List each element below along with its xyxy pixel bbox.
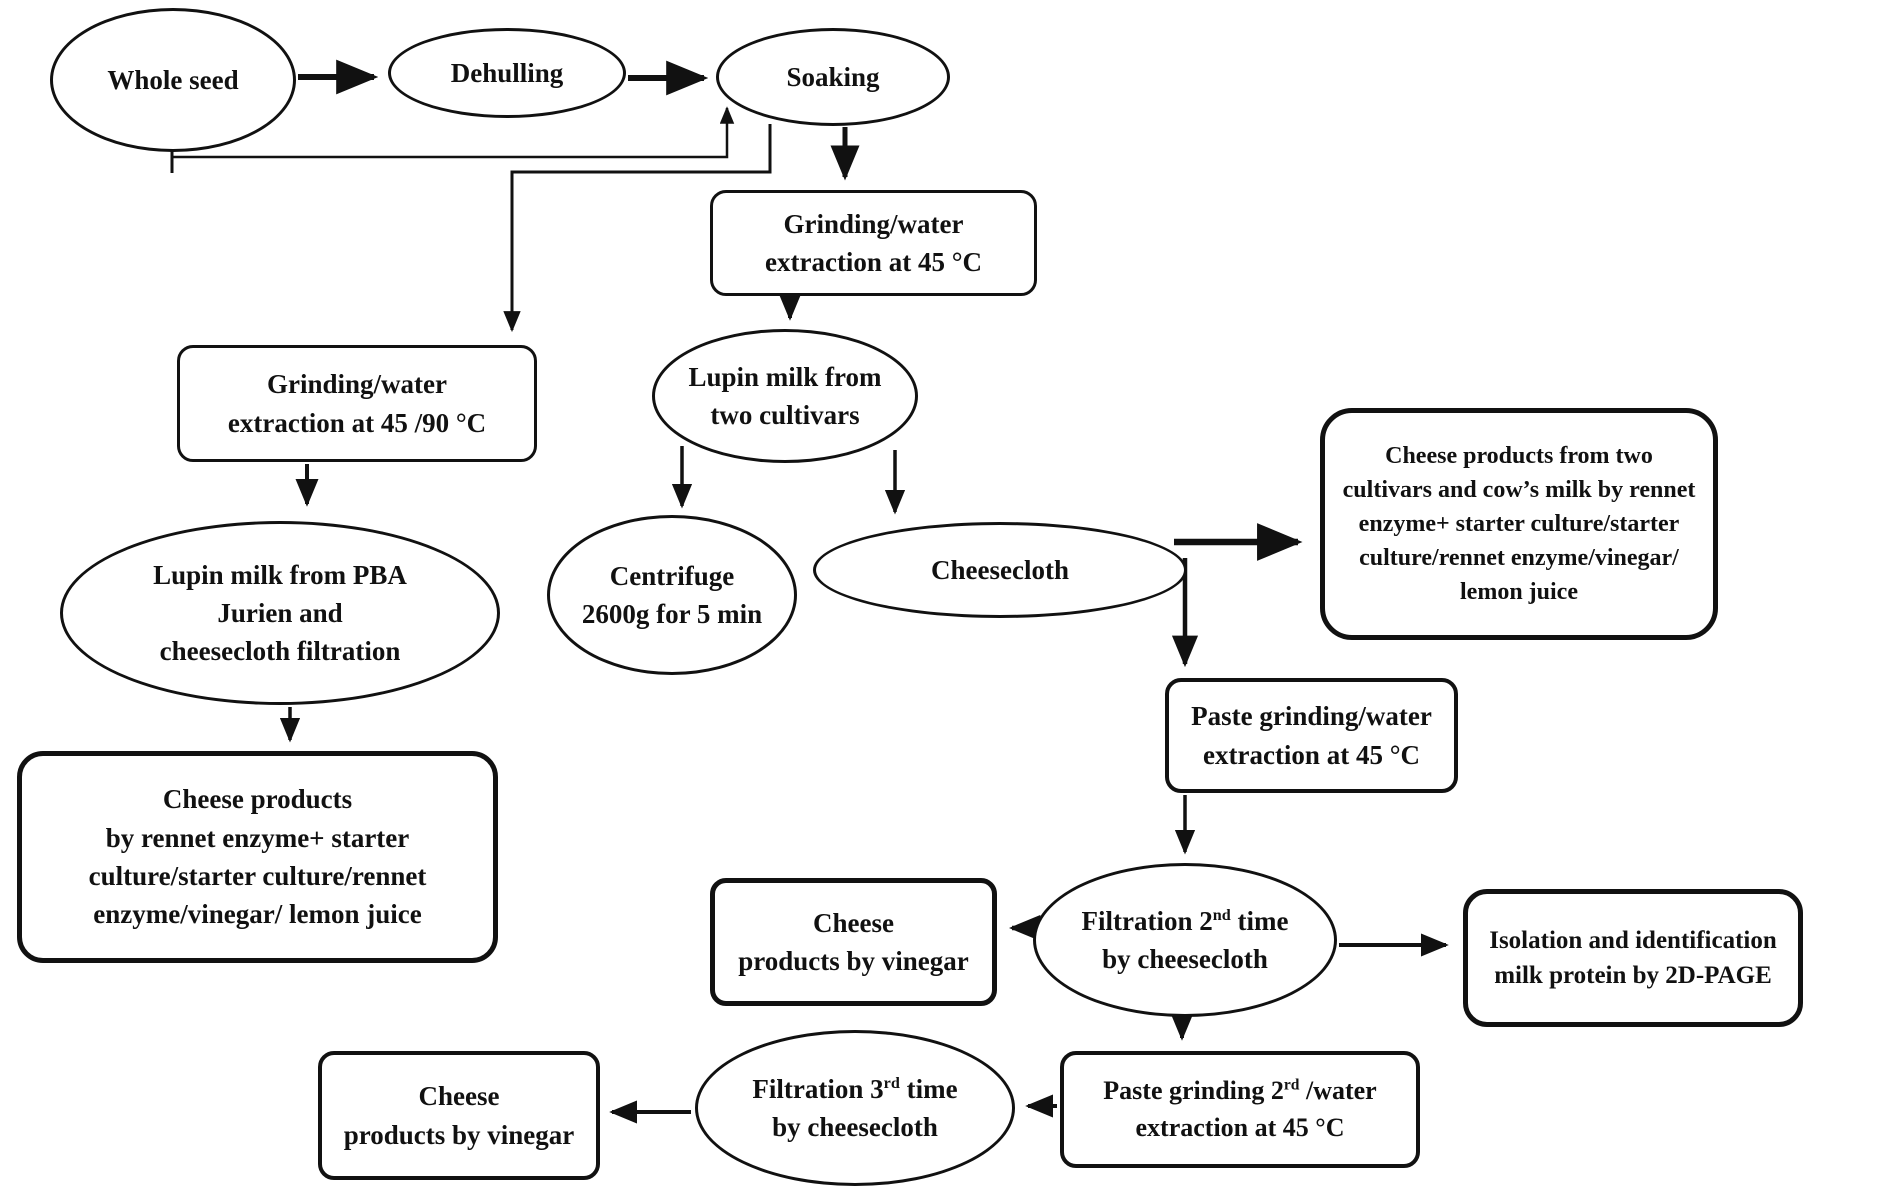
node-label-line: by cheesecloth — [1102, 944, 1268, 974]
node-label-line: Grinding/water — [783, 208, 964, 239]
node-label-line: milk protein by 2D-PAGE — [1494, 962, 1772, 989]
node-label-line: two cultivars — [710, 400, 860, 430]
node-label-line: by cheesecloth — [772, 1112, 938, 1142]
node-label-line: Grinding/water — [267, 369, 447, 400]
node-grinding-45-90: Grinding/water extraction at 45 /90 °C — [177, 345, 537, 462]
node-label-line: cheesecloth filtration — [159, 636, 401, 667]
node-centrifuge: Centrifuge 2600g for 5 min — [547, 515, 797, 675]
node-label-line: Cheese — [418, 1081, 500, 1112]
node-label-line: Paste grinding/water — [1191, 701, 1432, 732]
node-label-line: 2600g for 5 min — [581, 599, 763, 629]
line-soaking-to-grinding-45-90 — [503, 124, 772, 333]
node-label-line: extraction at 45 °C — [765, 247, 982, 277]
node-label-line: culture/rennet enzyme/vinegar/ — [1359, 545, 1679, 572]
node-label-line: Cheesecloth — [931, 554, 1069, 585]
node-lupin-pba: Lupin milk from PBA Jurien and cheesecloth… — [60, 521, 500, 705]
node-label-line: lemon juice — [1460, 579, 1578, 606]
node-label-line: Filtration 2nd time — [1081, 905, 1289, 936]
node-label-line: Cheese products — [162, 784, 353, 815]
node-label-line: Filtration 3rd time — [752, 1073, 958, 1104]
node-label-line: Cheese products from two — [1385, 442, 1653, 469]
node-label-line: Lupin milk from — [688, 361, 882, 392]
node-label-line: Soaking — [786, 61, 880, 92]
node-label-line: cultivars and cow’s milk by rennet — [1342, 476, 1696, 503]
node-label-line: Jurien and — [217, 597, 343, 628]
node-label-line: products by vinegar — [738, 946, 969, 976]
node-label-line: extraction at 45 °C — [1135, 1112, 1345, 1142]
node-isolation: Isolation and identification milk protein… — [1463, 889, 1803, 1027]
node-label-line: products by vinegar — [343, 1119, 575, 1150]
node-label-line: extraction at 45 °C — [1203, 739, 1420, 770]
node-whole-seed: Whole seed — [50, 8, 296, 152]
node-filtration-2nd: Filtration 2nd time by cheesecloth — [1033, 863, 1337, 1017]
node-cheese-vinegar-1: Cheese products by vinegar — [710, 878, 997, 1006]
node-lupin-two-cultivars: Lupin milk from two cultivars — [652, 329, 918, 463]
node-label-line: Lupin milk from PBA — [153, 559, 407, 590]
node-soaking: Soaking — [716, 28, 950, 126]
node-dehulling: Dehulling — [388, 28, 626, 118]
node-cheese-vinegar-2: Cheese products by vinegar — [318, 1051, 600, 1180]
node-label-line: Cheese — [813, 907, 894, 938]
node-label-line: culture/starter culture/rennet — [88, 861, 427, 891]
node-paste-grinding-2: Paste grinding 2rd /water extraction at 4… — [1060, 1051, 1420, 1168]
node-label-line: enzyme/vinegar/ lemon juice — [93, 899, 422, 930]
line-whole-seed-return-to-soaking — [172, 106, 735, 159]
node-label-line: enzyme+ starter culture/starter — [1358, 510, 1680, 537]
node-label-line: Isolation and identification — [1489, 926, 1777, 954]
node-label-line: Paste grinding 2rd /water — [1103, 1075, 1377, 1105]
node-label-line: extraction at 45 /90 °C — [227, 407, 487, 438]
node-cheese-right: Cheese products from two cultivars and co… — [1320, 408, 1718, 640]
node-label-line: by rennet enzyme+ starter — [105, 822, 410, 853]
node-paste-grinding-1: Paste grinding/water extraction at 45 °C — [1165, 678, 1458, 793]
node-grinding-45: Grinding/water extraction at 45 °C — [710, 190, 1037, 296]
node-label-line: Whole seed — [107, 64, 239, 95]
node-cheese-left: Cheese products by rennet enzyme+ starter… — [17, 751, 498, 963]
node-label-line: Centrifuge — [609, 560, 735, 591]
node-label-line: Dehulling — [450, 57, 564, 88]
node-cheesecloth: Cheesecloth — [813, 522, 1187, 618]
node-filtration-3rd: Filtration 3rd time by cheesecloth — [695, 1030, 1015, 1186]
